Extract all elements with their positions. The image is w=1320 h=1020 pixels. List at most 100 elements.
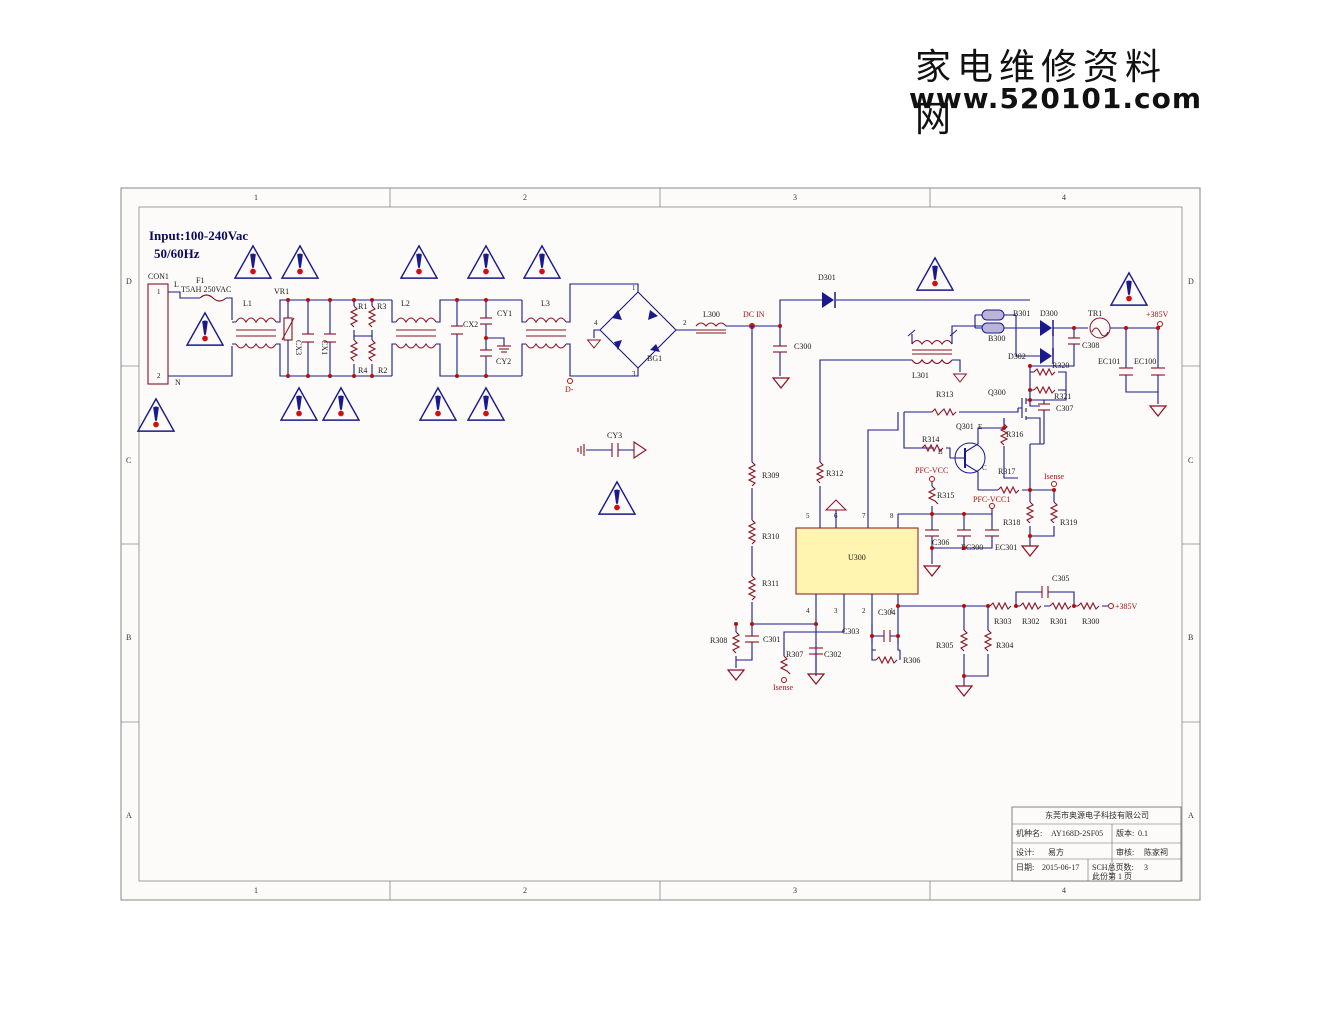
grid-row-c-left: C bbox=[126, 456, 131, 465]
dc-in-net: DC IN bbox=[743, 310, 765, 319]
c301-label: C301 bbox=[763, 635, 780, 644]
cx1-label: CX1 bbox=[320, 340, 329, 355]
grid-col-4-top: 4 bbox=[1062, 193, 1066, 202]
c307-label: C307 bbox=[1056, 404, 1073, 413]
pfc-vcc1-net: PFC-VCC1 bbox=[973, 495, 1010, 504]
d301-diode bbox=[822, 292, 834, 308]
r306-label: R306 bbox=[903, 656, 920, 665]
page-number: 此份第 1 页 bbox=[1092, 871, 1132, 881]
c302-label: C302 bbox=[824, 650, 841, 659]
c308-label: C308 bbox=[1082, 341, 1099, 350]
ec101-label: EC101 bbox=[1098, 357, 1120, 366]
r306-resistor bbox=[875, 655, 898, 665]
r313-label: R313 bbox=[936, 390, 953, 399]
bg1-label: BG1 bbox=[647, 354, 662, 363]
r311-label: R311 bbox=[762, 579, 779, 588]
l301-transformer bbox=[911, 339, 953, 345]
ec301-label: EC301 bbox=[995, 543, 1017, 552]
r303-label: R303 bbox=[994, 617, 1011, 626]
c305-label: C305 bbox=[1052, 574, 1069, 583]
385v-net-top: +385V bbox=[1146, 310, 1169, 319]
reviewer-label: 审核: bbox=[1116, 847, 1134, 857]
u300-pin5: 5 bbox=[806, 512, 810, 520]
r312-label: R312 bbox=[826, 469, 843, 478]
r320-resistor bbox=[1033, 367, 1056, 377]
company-name: 东莞市奥源电子科技有限公司 bbox=[1045, 810, 1149, 820]
l3-label: L3 bbox=[541, 299, 550, 308]
con1-pin2: 2 bbox=[157, 372, 161, 380]
tr1-label: TR1 bbox=[1088, 309, 1102, 318]
neutral-lead-label: N bbox=[175, 378, 181, 387]
u300-label: U300 bbox=[848, 553, 866, 562]
grid-row-a-right: A bbox=[1188, 811, 1194, 820]
cx3-label: CX3 bbox=[294, 340, 303, 355]
con1-pin1: 1 bbox=[157, 288, 161, 296]
input-frequency-note: 50/60Hz bbox=[154, 246, 200, 261]
r4-resistor bbox=[349, 339, 359, 362]
watermark: 家电维修资料网 www.520101.com bbox=[905, 38, 1205, 140]
l3-choke bbox=[525, 317, 567, 324]
grid-row-a-left: A bbox=[126, 811, 132, 820]
pfc-vcc-net: PFC-VCC bbox=[915, 466, 948, 475]
bridge-rectifier-bg1: 4 2 1 3 BG1 bbox=[587, 284, 696, 378]
cy1-label: CY1 bbox=[497, 309, 512, 318]
isense-net-bottom: Isense bbox=[773, 683, 793, 692]
u300-pin8: 8 bbox=[890, 512, 894, 520]
input-voltage-note: Input:100-240Vac bbox=[149, 228, 248, 243]
designer-label: 设计: bbox=[1016, 847, 1034, 857]
con1-label: CON1 bbox=[148, 272, 169, 281]
ec100-label: EC100 bbox=[1134, 357, 1156, 366]
r304-label: R304 bbox=[996, 641, 1013, 650]
model-label: 机种名: bbox=[1016, 828, 1042, 838]
cy3-label: CY3 bbox=[607, 431, 622, 440]
date-value: 2015-06-17 bbox=[1042, 863, 1079, 872]
d301-label: D301 bbox=[818, 273, 836, 282]
r305-resistor bbox=[959, 629, 969, 652]
r321-label: R321 bbox=[1054, 392, 1071, 401]
r301-label: R301 bbox=[1050, 617, 1067, 626]
l1-choke bbox=[235, 317, 277, 324]
l2-label: L2 bbox=[401, 299, 410, 308]
version-value: 0.1 bbox=[1138, 829, 1148, 838]
watermark-title: 家电维修资料网 bbox=[915, 47, 1168, 140]
input-filter-section: CON1 1 2 L N F1 T5AH 250VAC L1 VR1 CX3 C… bbox=[147, 272, 639, 394]
r309-resistor bbox=[747, 461, 757, 487]
version-label: 版本: bbox=[1116, 828, 1134, 838]
c306-label: C306 bbox=[932, 538, 949, 547]
r312-resistor bbox=[815, 461, 825, 484]
r307-label: R307 bbox=[786, 650, 803, 659]
r320-label: R320 bbox=[1052, 361, 1069, 370]
r3-resistor bbox=[367, 305, 377, 328]
l300-inductor bbox=[695, 322, 727, 327]
q300-label: Q300 bbox=[988, 388, 1006, 397]
r1-resistor bbox=[349, 305, 359, 328]
u300-pin4: 4 bbox=[806, 607, 810, 615]
r301-resistor bbox=[1049, 601, 1072, 611]
r319-resistor bbox=[1049, 501, 1059, 524]
l301-label: L301 bbox=[912, 371, 929, 380]
r317-label: R317 bbox=[998, 467, 1015, 476]
isense-net-top: Isense bbox=[1044, 472, 1064, 481]
bg1-pin2: 2 bbox=[683, 319, 687, 327]
grid-row-c-right: C bbox=[1188, 456, 1193, 465]
b301-bead bbox=[981, 309, 1005, 321]
d300-diode bbox=[1040, 320, 1052, 336]
r316-resistor bbox=[999, 423, 1009, 446]
u300-pin3: 3 bbox=[834, 607, 838, 615]
bg1-pin1: 1 bbox=[632, 284, 636, 292]
q301-collector-pin: C bbox=[982, 464, 987, 472]
b300-bead bbox=[981, 322, 1005, 334]
r2-label: R2 bbox=[378, 366, 387, 375]
grid-col-2-bottom: 2 bbox=[523, 886, 527, 895]
u300-controller-ic bbox=[795, 527, 919, 595]
r4-label: R4 bbox=[358, 366, 367, 375]
r300-label: R300 bbox=[1082, 617, 1099, 626]
grid-row-b-right: B bbox=[1188, 633, 1193, 642]
r308-label: R308 bbox=[710, 636, 727, 645]
r313-resistor bbox=[931, 407, 957, 417]
r308-resistor bbox=[731, 631, 741, 654]
date-label: 日期: bbox=[1016, 863, 1034, 872]
grid-col-2-top: 2 bbox=[523, 193, 527, 202]
r3-label: R3 bbox=[377, 302, 386, 311]
